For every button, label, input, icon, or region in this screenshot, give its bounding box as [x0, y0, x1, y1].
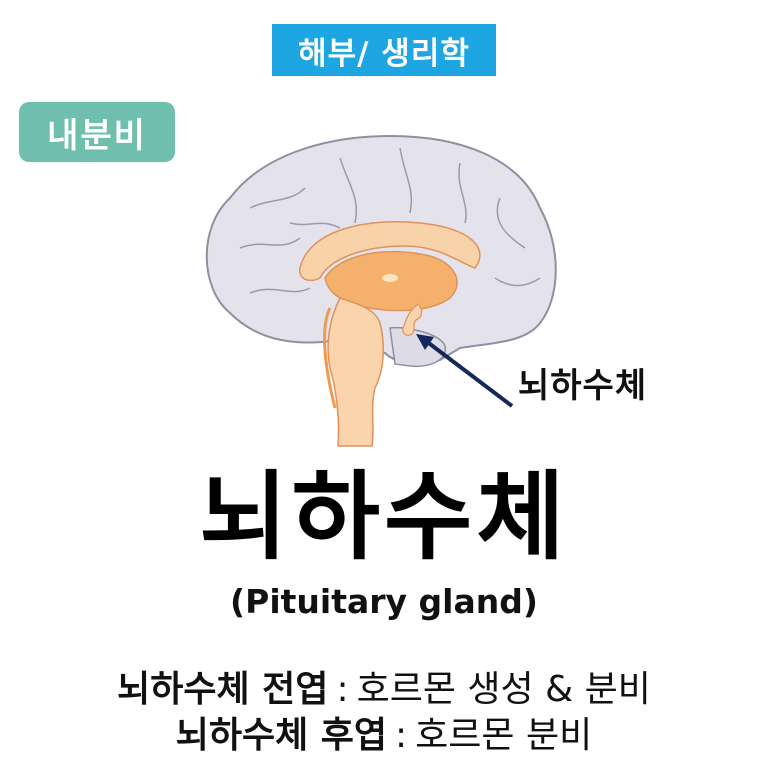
page-subtitle: (Pituitary gland) — [230, 582, 538, 621]
description-text: 호르몬 분비 — [415, 715, 593, 756]
description-separator: : — [395, 715, 408, 756]
description-separator: : — [336, 669, 349, 710]
pituitary-pointer-label: 뇌하수체 — [518, 366, 648, 406]
description-text: 호르몬 생성 & 분비 — [356, 669, 651, 710]
page-title: 뇌하수체 — [199, 461, 569, 573]
category-badge: 해부/ 생리학 — [272, 24, 496, 76]
topic-badge: 내분비 — [19, 102, 175, 162]
description-term: 뇌하수체 후엽 — [175, 715, 388, 756]
description-posterior: 뇌하수체 후엽:호르몬 분비 — [0, 714, 768, 758]
brain-illustration — [205, 134, 557, 447]
description-anterior: 뇌하수체 전엽:호르몬 생성 & 분비 — [0, 668, 768, 712]
description-term: 뇌하수체 전엽 — [117, 669, 329, 710]
arrow-icon — [416, 334, 514, 408]
